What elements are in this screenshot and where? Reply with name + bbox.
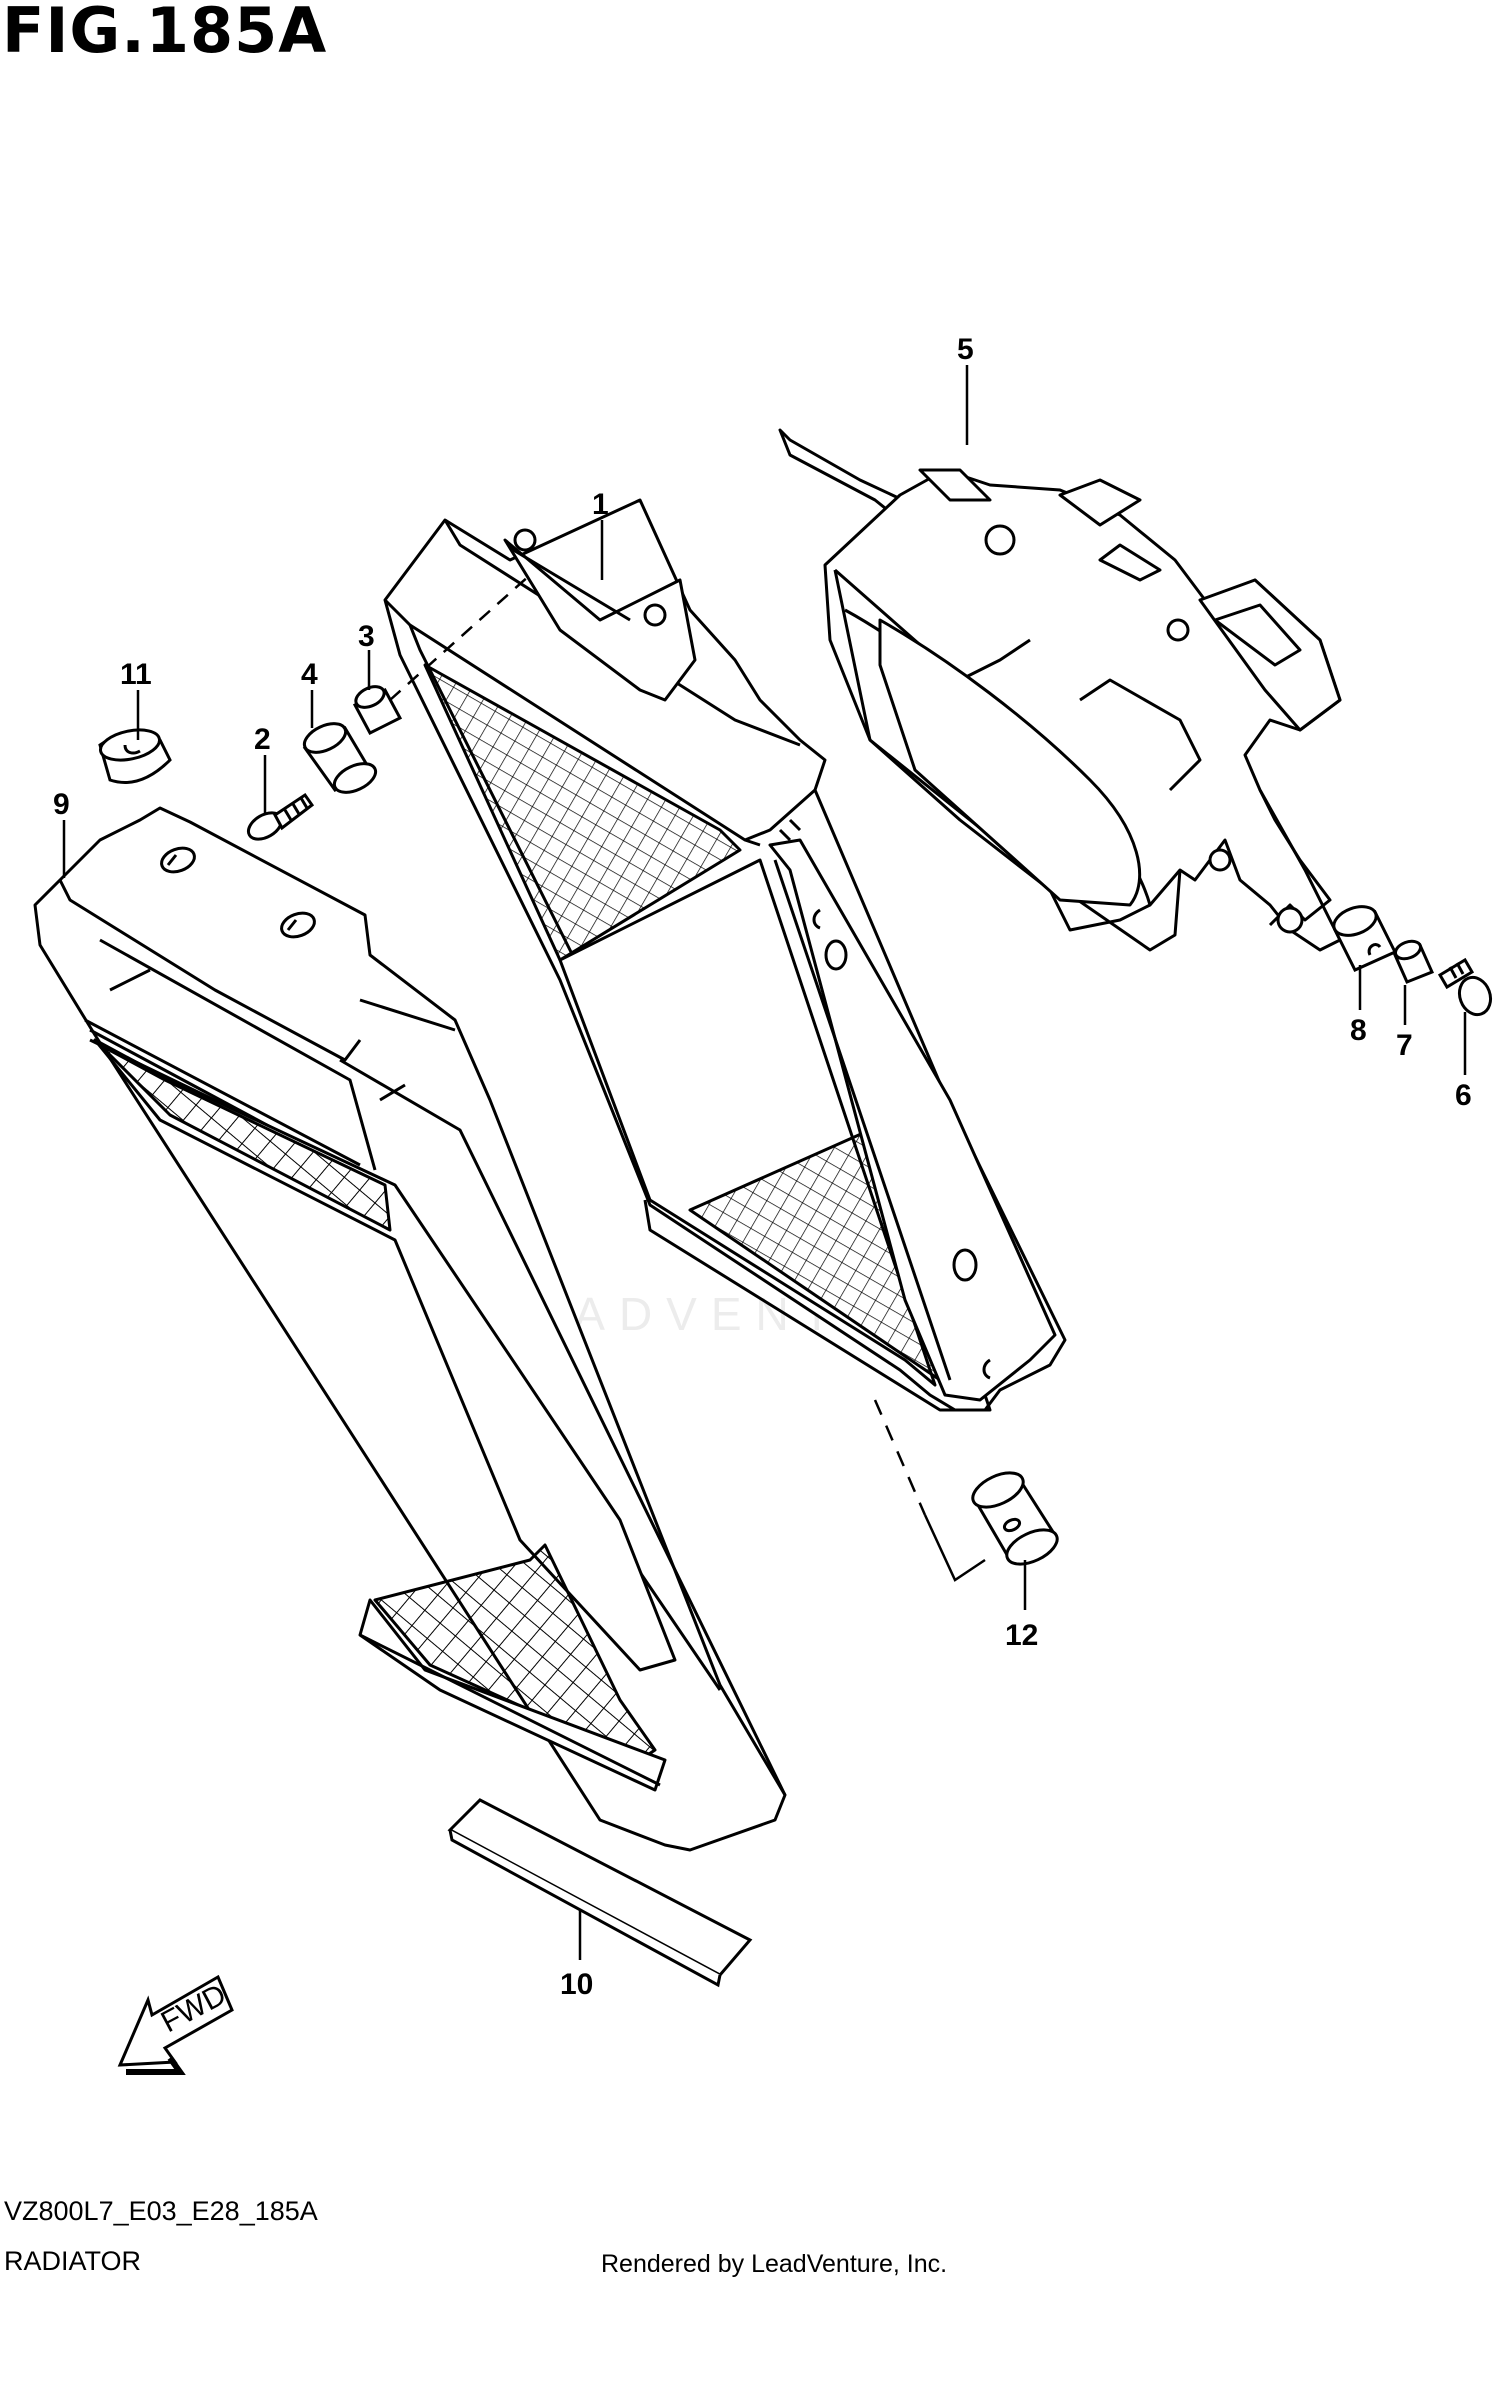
callout-1: 1	[592, 488, 609, 521]
callout-8: 8	[1350, 1014, 1367, 1047]
callout-4: 4	[301, 658, 318, 691]
callout-5: 5	[957, 333, 974, 366]
part-2-bolt	[246, 792, 315, 841]
radiator-cover	[33, 806, 787, 1852]
part-6-bolt	[1437, 957, 1493, 1017]
callout-7: 7	[1396, 1029, 1413, 1062]
callout-9: 9	[53, 788, 70, 821]
callout-11: 11	[120, 658, 152, 691]
part-4-cushion	[302, 722, 378, 794]
part-3-collar	[352, 685, 403, 735]
part-12-mount-rubber	[971, 1471, 1059, 1566]
diagram-name: RADIATOR	[4, 2246, 142, 2276]
render-credit: Rendered by LeadVenture, Inc.	[601, 2250, 948, 2278]
part-8-cushion	[1332, 905, 1398, 972]
radiator-core	[383, 498, 1067, 1412]
callout-10: 10	[560, 1968, 593, 2001]
part-7-collar	[1392, 939, 1435, 984]
callout-12: 12	[1005, 1619, 1038, 1652]
figure-title: FIG.185A	[2, 0, 328, 67]
fan-shroud	[778, 428, 1342, 952]
part-11-cap	[98, 728, 172, 784]
callout-3: 3	[358, 620, 375, 653]
fwd-direction-arrow: FWD	[117, 1974, 234, 2075]
part-10-seal-strip	[447, 1798, 753, 1988]
callout-2: 2	[254, 723, 271, 756]
leader-lines	[62, 365, 1467, 1960]
callout-6: 6	[1455, 1079, 1472, 1112]
diagram-code: VZ800L7_E03_E28_185A	[4, 2196, 318, 2226]
callout-labels: 1 2 3 4 5 6 7 8 9 10 11 12	[53, 333, 1472, 2001]
